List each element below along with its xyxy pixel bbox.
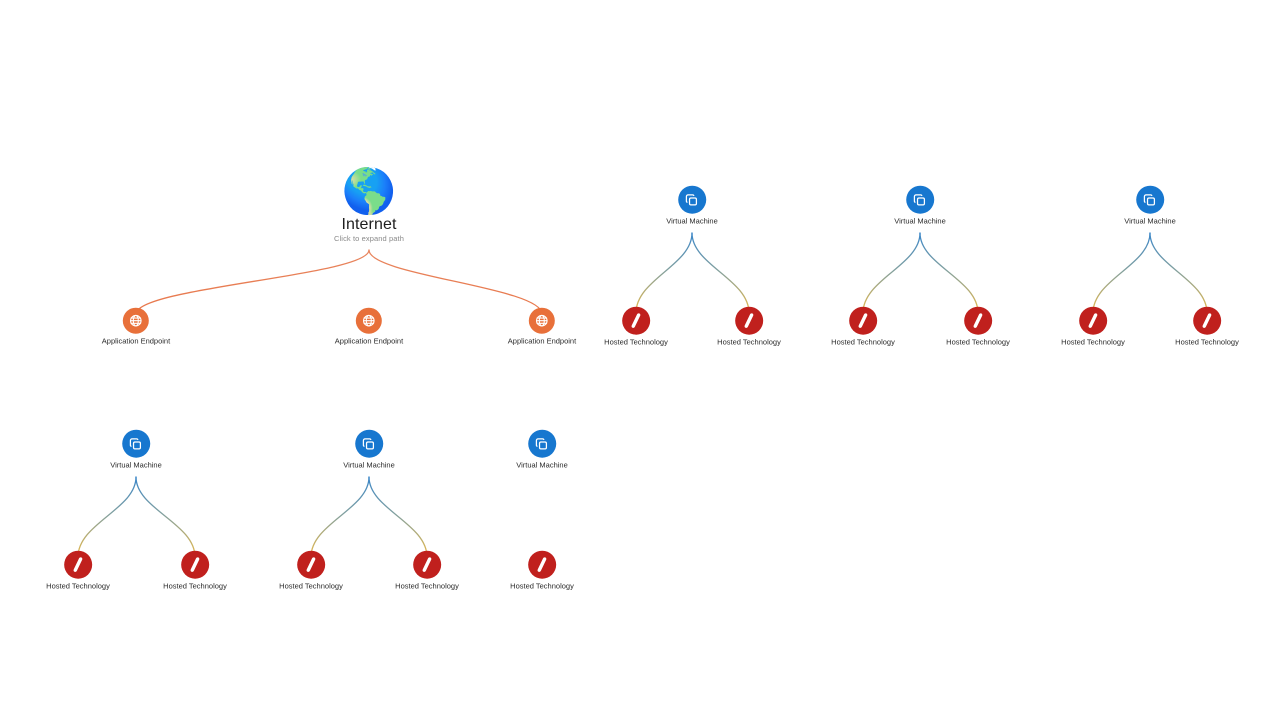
slash-leaf-icon xyxy=(1202,313,1212,328)
node-virtual-machine[interactable]: Virtual Machine xyxy=(666,185,718,227)
node-hosted-technology[interactable]: Hosted Technology xyxy=(163,550,227,592)
slash-leaf-icon xyxy=(631,313,641,328)
node-label: Virtual Machine xyxy=(894,216,946,226)
node-hosted-technology[interactable]: Hosted Technology xyxy=(1175,306,1239,348)
node-label: Hosted Technology xyxy=(163,581,227,591)
node-hosted-technology[interactable]: Hosted Technology xyxy=(717,306,781,348)
node-label: Virtual Machine xyxy=(1124,216,1176,226)
node-application-endpoint[interactable]: Application Endpoint xyxy=(507,307,577,347)
slash-leaf-icon xyxy=(858,313,868,328)
node-hosted-technology[interactable]: Hosted Technology xyxy=(279,550,343,592)
stacked-squares-icon xyxy=(130,437,142,449)
node-icon-badge[interactable] xyxy=(122,307,149,334)
node-icon-badge[interactable] xyxy=(528,550,556,579)
node-icon-badge[interactable] xyxy=(528,429,556,458)
node-icon-badge[interactable] xyxy=(964,306,992,335)
node-label: Hosted Technology xyxy=(717,337,781,347)
node-virtual-machine[interactable]: Virtual Machine xyxy=(343,429,395,471)
node-label: Virtual Machine xyxy=(516,460,568,470)
node-hosted-technology[interactable]: Hosted Technology xyxy=(604,306,668,348)
stacked-squares-icon xyxy=(536,437,548,449)
globe-emoji-icon: 🌎 xyxy=(341,166,397,216)
node-label: Application Endpoint xyxy=(334,336,404,346)
node-label: Hosted Technology xyxy=(395,581,459,591)
globe-meridian-icon xyxy=(363,314,375,327)
globe-meridian-icon xyxy=(130,314,142,327)
node-label: Application Endpoint xyxy=(101,336,171,346)
stacked-squares-icon xyxy=(686,193,698,205)
slash-leaf-icon xyxy=(537,557,547,572)
slash-leaf-icon xyxy=(73,557,83,572)
node-label: Hosted Technology xyxy=(946,337,1010,347)
node-sublabel: Click to expand path xyxy=(334,234,404,244)
node-icon-badge[interactable] xyxy=(297,550,325,579)
node-icon-badge[interactable] xyxy=(1193,306,1221,335)
node-icon-badge[interactable] xyxy=(122,429,150,458)
globe-meridian-icon xyxy=(536,314,548,327)
node-hosted-technology[interactable]: Hosted Technology xyxy=(946,306,1010,348)
stacked-squares-icon xyxy=(363,437,375,449)
slash-leaf-icon xyxy=(306,557,316,572)
node-label: Hosted Technology xyxy=(831,337,895,347)
node-icon-badge[interactable] xyxy=(849,306,877,335)
node-virtual-machine[interactable]: Virtual Machine xyxy=(110,429,162,471)
node-icon-badge[interactable] xyxy=(355,307,382,334)
node-label: Hosted Technology xyxy=(46,581,110,591)
node-application-endpoint[interactable]: Application Endpoint xyxy=(101,307,171,347)
node-icon-badge[interactable] xyxy=(735,306,763,335)
node-icon-badge[interactable] xyxy=(906,185,934,214)
node-hosted-technology[interactable]: Hosted Technology xyxy=(46,550,110,592)
node-label: Hosted Technology xyxy=(604,337,668,347)
slash-leaf-icon xyxy=(744,313,754,328)
slash-leaf-icon xyxy=(190,557,200,572)
node-icon-badge[interactable] xyxy=(413,550,441,579)
node-label: Hosted Technology xyxy=(510,581,574,591)
node-label: Hosted Technology xyxy=(1061,337,1125,347)
node-application-endpoint[interactable]: Application Endpoint xyxy=(334,307,404,347)
slash-leaf-icon xyxy=(1088,313,1098,328)
node-virtual-machine[interactable]: Virtual Machine xyxy=(1124,185,1176,227)
node-icon-badge[interactable] xyxy=(64,550,92,579)
node-icon-badge[interactable] xyxy=(1079,306,1107,335)
node-hosted-technology[interactable]: Hosted Technology xyxy=(831,306,895,348)
node-icon-badge[interactable] xyxy=(622,306,650,335)
node-virtual-machine[interactable]: Virtual Machine xyxy=(894,185,946,227)
node-hosted-technology[interactable]: Hosted Technology xyxy=(395,550,459,592)
node-icon-badge[interactable] xyxy=(355,429,383,458)
node-icon-badge[interactable] xyxy=(181,550,209,579)
node-icon-badge[interactable] xyxy=(678,185,706,214)
node-label: Application Endpoint xyxy=(507,336,577,346)
node-hosted-technology[interactable]: Hosted Technology xyxy=(510,550,574,592)
node-label: Virtual Machine xyxy=(110,460,162,470)
node-label: Virtual Machine xyxy=(343,460,395,470)
slash-leaf-icon xyxy=(973,313,983,328)
stacked-squares-icon xyxy=(914,193,926,205)
node-icon-badge[interactable] xyxy=(1136,185,1164,214)
node-hosted-technology[interactable]: Hosted Technology xyxy=(1061,306,1125,348)
node-label: Hosted Technology xyxy=(279,581,343,591)
slash-leaf-icon xyxy=(422,557,432,572)
node-label: Virtual Machine xyxy=(666,216,718,226)
node-icon-badge[interactable] xyxy=(528,307,555,334)
node-label: Hosted Technology xyxy=(1175,337,1239,347)
node-virtual-machine[interactable]: Virtual Machine xyxy=(516,429,568,471)
node-label: Internet xyxy=(341,215,397,233)
stacked-squares-icon xyxy=(1144,193,1156,205)
